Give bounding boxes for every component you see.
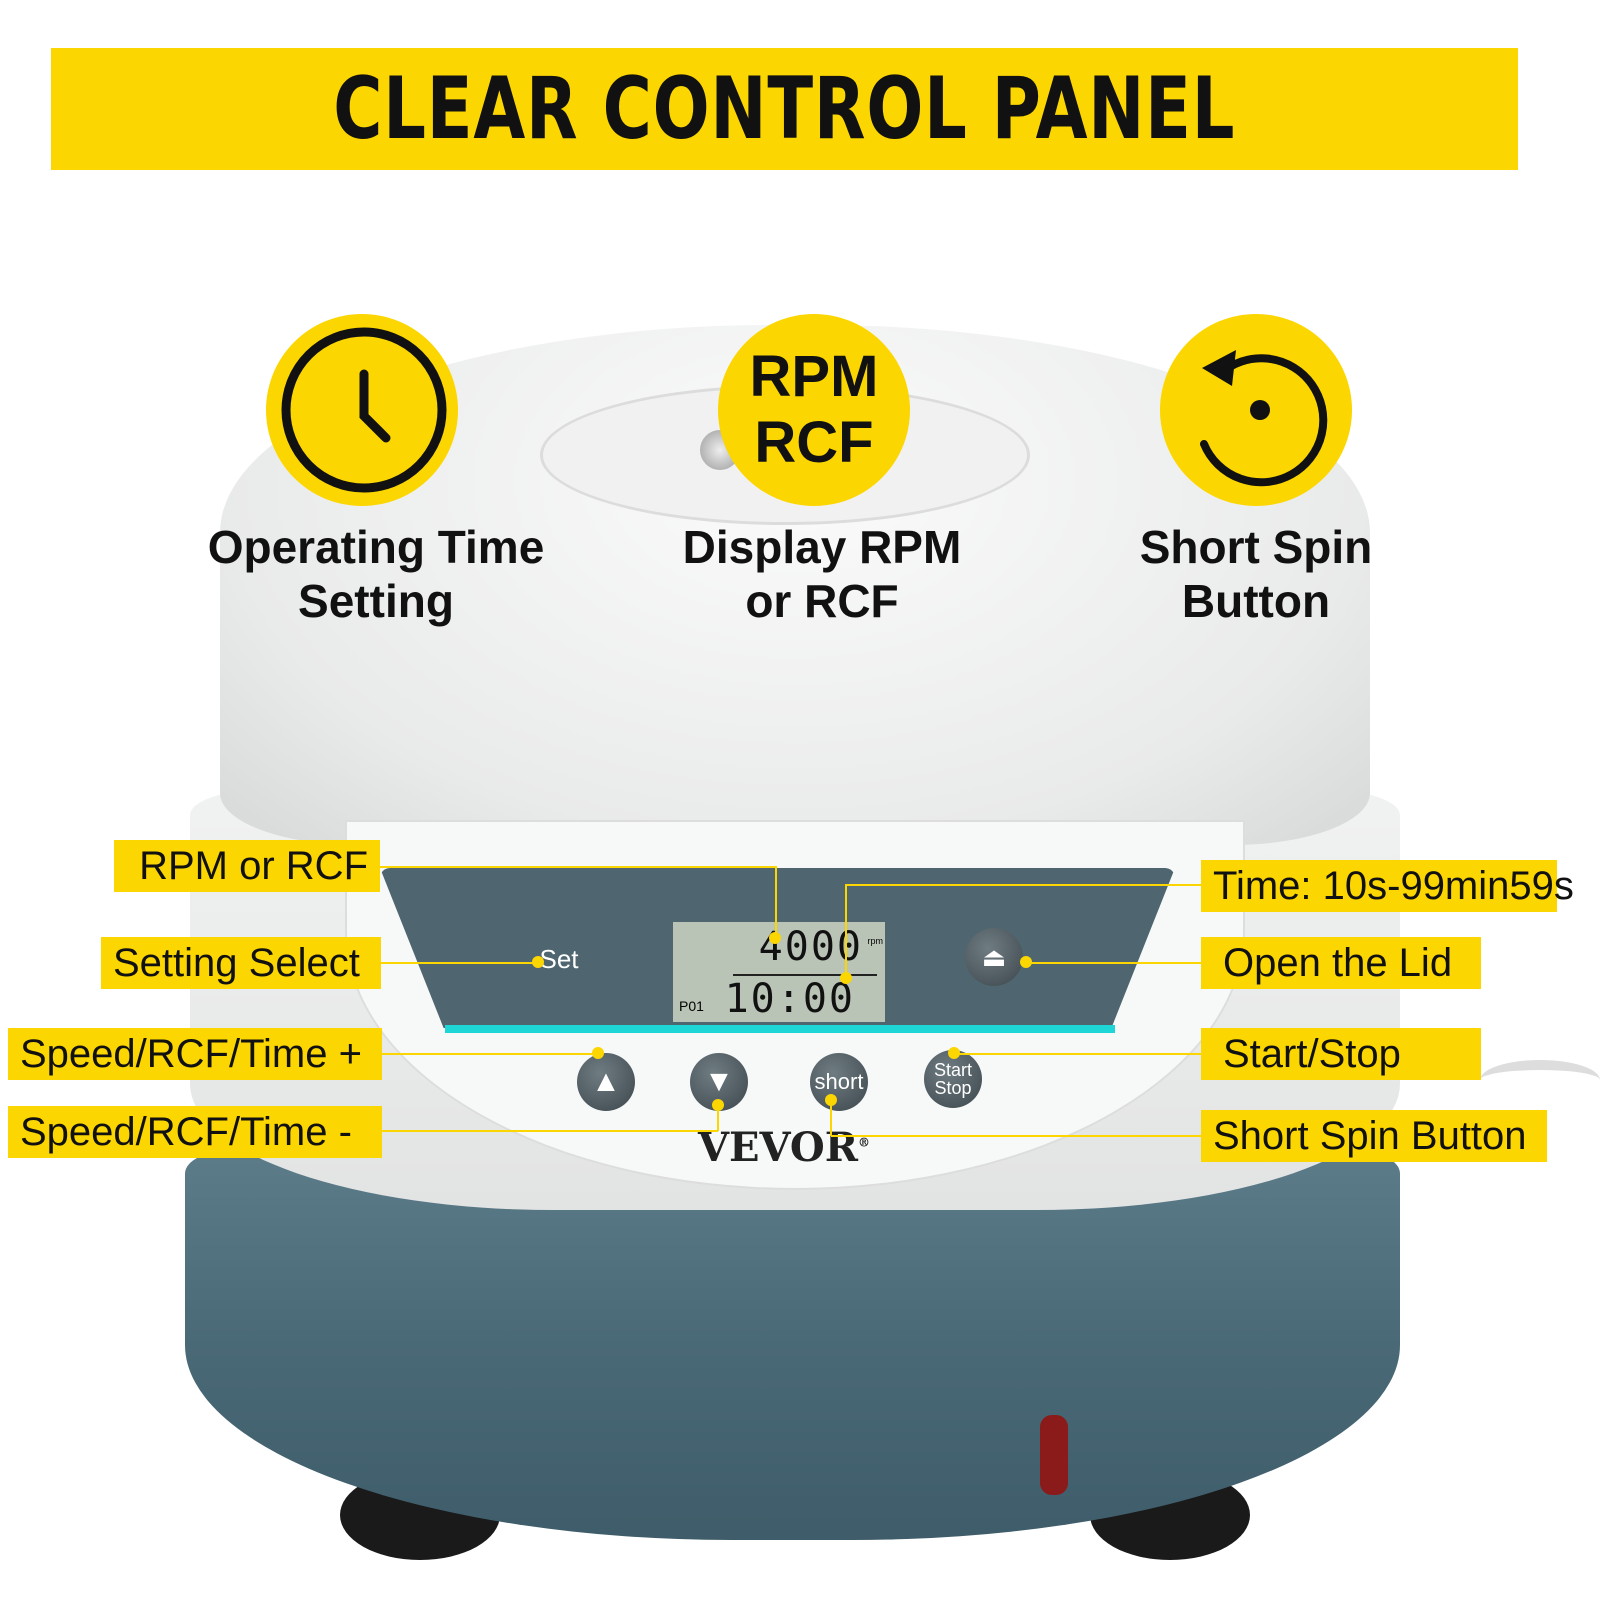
callout-rpm-rcf: RPM or RCF bbox=[114, 840, 380, 892]
callout-open-lid: Open the Lid bbox=[1201, 937, 1481, 989]
label-line: Display RPM bbox=[682, 521, 962, 573]
callout-increase: Speed/RCF/Time + bbox=[8, 1028, 382, 1080]
lid-icon: ⏏ bbox=[981, 942, 1007, 972]
feature-short-spin-circle bbox=[1160, 314, 1352, 506]
time-readout: 10:00 bbox=[724, 976, 855, 1022]
rpm-icon-text: RPM bbox=[749, 344, 879, 409]
callout-short-spin: Short Spin Button bbox=[1201, 1110, 1547, 1162]
brand-mark: ® bbox=[857, 1135, 870, 1150]
rcf-icon-text: RCF bbox=[754, 410, 874, 475]
title-banner: CLEAR CONTROL PANEL bbox=[51, 48, 1518, 170]
triangle-down-icon: ▼ bbox=[704, 1065, 734, 1098]
label-line: Operating Time bbox=[207, 521, 545, 573]
power-switch[interactable] bbox=[1040, 1415, 1068, 1495]
rotate-icon bbox=[1200, 350, 1328, 487]
feature-time-circle bbox=[266, 314, 458, 506]
callout-start-stop: Start/Stop bbox=[1201, 1028, 1481, 1080]
page-title: CLEAR CONTROL PANEL bbox=[333, 59, 1236, 159]
program-readout: P01 bbox=[679, 998, 704, 1014]
set-button[interactable]: Set bbox=[539, 944, 579, 974]
centrifuge-base bbox=[185, 1150, 1400, 1540]
callout-time-range: Time: 10s-99min59s bbox=[1201, 860, 1574, 912]
brand-name: VEVOR bbox=[698, 1124, 858, 1171]
teal-strip bbox=[445, 1025, 1115, 1033]
short-spin-button[interactable]: short bbox=[810, 1053, 868, 1111]
callout-setting-select: Setting Select bbox=[101, 937, 381, 989]
stop-label: Stop bbox=[934, 1078, 972, 1098]
start-label: Start bbox=[933, 1060, 972, 1080]
speed-unit: rpm bbox=[867, 936, 884, 946]
brand-logo: VEVOR® bbox=[698, 1124, 870, 1171]
increase-button[interactable]: ▲ bbox=[577, 1053, 635, 1111]
label-line: Setting bbox=[298, 575, 454, 627]
label-line: or RCF bbox=[745, 575, 899, 627]
callout-decrease: Speed/RCF/Time - bbox=[8, 1106, 382, 1158]
label-line: Button bbox=[1181, 575, 1331, 627]
lcd-display: 4000 rpm 10:00 P01 bbox=[673, 922, 885, 1022]
open-lid-button[interactable]: ⏏ bbox=[965, 928, 1023, 986]
power-cord bbox=[1480, 1060, 1600, 1100]
clock-icon bbox=[281, 327, 447, 493]
label-line: Short Spin bbox=[1139, 521, 1373, 573]
triangle-up-icon: ▲ bbox=[591, 1065, 621, 1098]
